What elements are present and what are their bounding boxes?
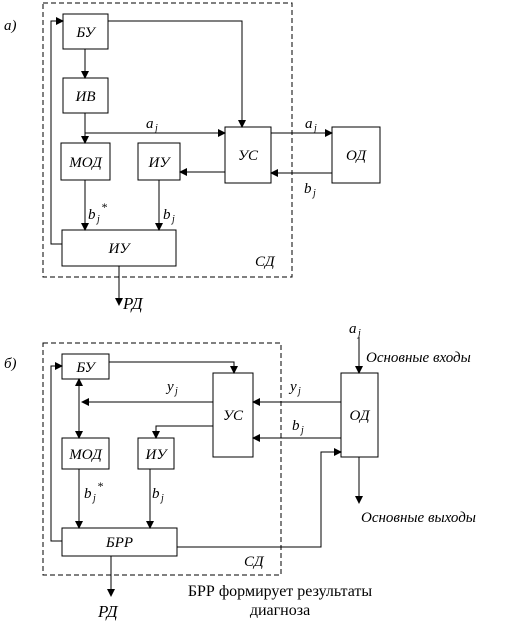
feedback-iu-to-bu-a [50, 17, 64, 245]
feedback-brr-to-bu-b [50, 362, 63, 542]
signal-b-iu-b: b j [152, 486, 164, 504]
svg-text:j: j [91, 493, 96, 504]
caption-note: БРР формирует результаты диагноза [160, 582, 400, 620]
svg-text:УС: УС [238, 148, 259, 164]
svg-text:y: y [165, 379, 174, 395]
svg-text:ОД: ОД [346, 148, 367, 164]
output-rd-a: РД [122, 294, 144, 313]
signal-a-input: a j [349, 321, 361, 339]
svg-text:b: b [304, 181, 312, 197]
signal-b-from-od: b j [304, 181, 316, 199]
signal-b-star: b j * [88, 200, 107, 225]
svg-text:j: j [299, 425, 304, 436]
main-inputs-label: Основные входы [366, 350, 471, 366]
diagram-a: а) СД БУ ИВ МОД ИУ УС ОД ИУ [4, 2, 381, 313]
svg-text:b: b [163, 207, 171, 223]
signal-a-to-od: a j [305, 116, 317, 134]
signal-a-internal: a j [146, 116, 158, 134]
svg-text:b: b [152, 486, 160, 502]
svg-text:j: j [170, 214, 175, 225]
diagram-a-label: а) [4, 18, 17, 34]
caption-line-2: диагноза [249, 602, 311, 619]
arrow-brr-to-od-b [177, 448, 342, 548]
main-outputs-label: Основные выходы [361, 510, 476, 526]
svg-text:ИВ: ИВ [75, 89, 96, 105]
svg-text:*: * [97, 479, 103, 493]
arrow-us-to-iu-b [152, 425, 213, 439]
diagram-b-boundary [42, 342, 282, 576]
svg-text:*: * [101, 200, 107, 214]
svg-text:j: j [356, 328, 361, 339]
signal-y-from-od: y j [288, 379, 301, 397]
diagram-a-boundary-label: СД [255, 254, 276, 270]
svg-text:b: b [88, 207, 96, 223]
svg-text:j: j [95, 214, 100, 225]
signal-y-internal: y j [165, 379, 178, 397]
svg-text:j: j [159, 493, 164, 504]
block-iu-b: ИУ [137, 437, 175, 470]
block-iv-a: ИВ [62, 77, 109, 114]
svg-text:a: a [146, 116, 154, 132]
block-iu-big-a: ИУ [61, 229, 177, 267]
block-us-a: УС [224, 126, 272, 184]
svg-text:y: y [288, 379, 297, 395]
block-od-a: ОД [331, 126, 381, 184]
signal-b-star-b: b j * [84, 479, 103, 504]
block-od-b: ОД [340, 372, 379, 458]
svg-text:j: j [173, 386, 178, 397]
block-us-b: УС [212, 372, 254, 458]
arrow-bu-to-us-a [108, 20, 246, 128]
arrow-bu-to-us-b [109, 361, 238, 374]
block-mod-a: МОД [60, 142, 111, 181]
diagram-b-boundary-label: СД [244, 554, 265, 570]
signal-b-from-od-b: b j [292, 418, 304, 436]
svg-text:b: b [292, 418, 300, 434]
svg-text:БРР: БРР [105, 535, 133, 551]
svg-text:БУ: БУ [75, 360, 96, 376]
svg-text:БУ: БУ [75, 25, 96, 41]
diagram-a-boundary [42, 2, 293, 278]
signal-b-iu: b j [163, 207, 175, 225]
svg-text:j: j [311, 188, 316, 199]
svg-text:j: j [296, 386, 301, 397]
block-brr-b: БРР [61, 527, 178, 557]
svg-text:УС: УС [223, 408, 244, 424]
block-mod-b: МОД [61, 437, 110, 470]
svg-text:b: b [84, 486, 92, 502]
caption-line-1: БРР формирует результаты [187, 583, 373, 600]
svg-text:a: a [349, 321, 357, 337]
output-rd-b: РД [97, 602, 119, 621]
svg-text:a: a [305, 116, 313, 132]
svg-text:МОД: МОД [68, 447, 103, 463]
diagram-b-label: б) [4, 356, 17, 372]
block-iu-small-a: ИУ [137, 142, 181, 181]
svg-text:МОД: МОД [68, 155, 103, 171]
svg-text:ИУ: ИУ [148, 155, 172, 171]
block-bu-b: БУ [61, 353, 110, 380]
svg-text:j: j [312, 123, 317, 134]
svg-text:ИУ: ИУ [108, 241, 132, 257]
block-bu-a: БУ [62, 13, 109, 50]
svg-text:ОД: ОД [349, 408, 370, 424]
diagram-b: б) СД БУ МОД ИУ УС ОД БРР [4, 321, 476, 621]
svg-text:j: j [153, 123, 158, 134]
svg-text:ИУ: ИУ [145, 447, 169, 463]
